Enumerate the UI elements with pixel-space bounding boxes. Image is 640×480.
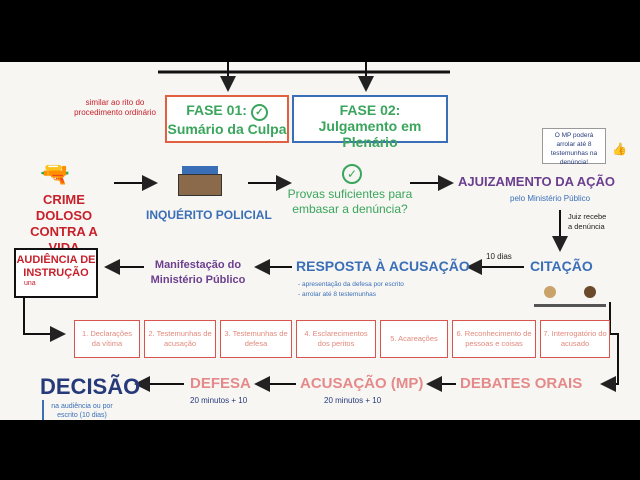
fase-02-box: FASE 02: Julgamento em Plenário (292, 95, 448, 150)
thumbs-up-icon: 👍 (612, 142, 627, 156)
step-box: 4. Esclarecimentos dos peritos (296, 320, 376, 358)
resposta-bullet-2: - arrolar até 8 testemunhas (298, 291, 377, 298)
manifestacao-mp-label: Manifestação do Ministério Público (150, 259, 246, 286)
resposta-bullet-1: - apresentação da defesa por escrito (298, 281, 404, 288)
audiencia-subtitle: una (24, 280, 36, 287)
fase-02-subtitle: Julgamento em Plenário (318, 118, 422, 150)
judge-desk-illustration (534, 282, 606, 316)
check-icon: ✓ (250, 104, 268, 121)
audiencia-label: AUDIÊNCIA DE INSTRUÇÃO (16, 254, 96, 279)
step-box: 6. Reconhecimento de pessoas e coisas (452, 320, 536, 358)
fase-02-title: FASE 02: (339, 102, 401, 118)
police-building-icon (178, 166, 222, 196)
acusacao-mp-label: ACUSAÇÃO (MP) (300, 375, 424, 392)
citacao-label: CITAÇÃO (530, 258, 593, 274)
step-box: 7. Interrogatório do acusado (540, 320, 610, 358)
check-circle-icon: ✓ (342, 164, 362, 184)
decisao-mark (42, 400, 44, 420)
defesa-label: DEFESA (190, 375, 251, 392)
connector-arrows (23, 62, 619, 392)
debates-orais-label: DEBATES ORAIS (460, 375, 583, 392)
whiteboard: similar ao rito do procedimento ordinári… (0, 62, 640, 420)
decisao-subtitle: na audiência ou por escrito (10 dias) (51, 403, 113, 419)
step-box: 3. Testemunhas de defesa (220, 320, 292, 358)
step-box: 5. Acareações (380, 320, 448, 358)
note-procedimento-ordinario: similar ao rito do procedimento ordinári… (74, 98, 156, 117)
juiz-recebe-note: Juiz recebe a denúncia (568, 212, 607, 231)
ajuizamento-subtitle: pelo Ministério Público (510, 194, 591, 203)
step-box: 1. Declarações da vítima (74, 320, 140, 358)
letterbox-top (0, 0, 640, 62)
audiencia-box: AUDIÊNCIA DE INSTRUÇÃO una (14, 248, 98, 298)
acusacao-time: 20 minutos + 10 (324, 396, 382, 405)
fase-01-box: FASE 01: ✓ Sumário da Culpa (165, 95, 289, 143)
defesa-time: 20 minutos + 10 (190, 396, 248, 405)
fase-01-title: FASE 01: (186, 102, 247, 118)
ajuizamento-label: AJUIZAMENTO DA AÇÃO (458, 174, 615, 189)
letterbox-bottom (0, 420, 640, 480)
revolver-icon: 🔫 (40, 161, 70, 188)
inquerito-policial-label: INQUÉRITO POLICIAL (146, 208, 272, 222)
mp-note-card: O MP poderá arrolar até 8 testemunhas na… (542, 128, 606, 166)
provas-suficientes-label: Provas suficientes para embasar a denúnc… (287, 187, 413, 216)
decisao-label: DECISÃO (40, 374, 141, 399)
resposta-acusacao-label: RESPOSTA À ACUSAÇÃO (296, 258, 470, 274)
step-box: 2. Testemunhas de acusação (144, 320, 216, 358)
dez-dias-label: 10 dias (486, 252, 512, 261)
fase-01-subtitle: Sumário da Culpa (167, 121, 287, 137)
crime-doloso-label: CRIME DOLOSO CONTRA A VIDA (30, 192, 98, 255)
